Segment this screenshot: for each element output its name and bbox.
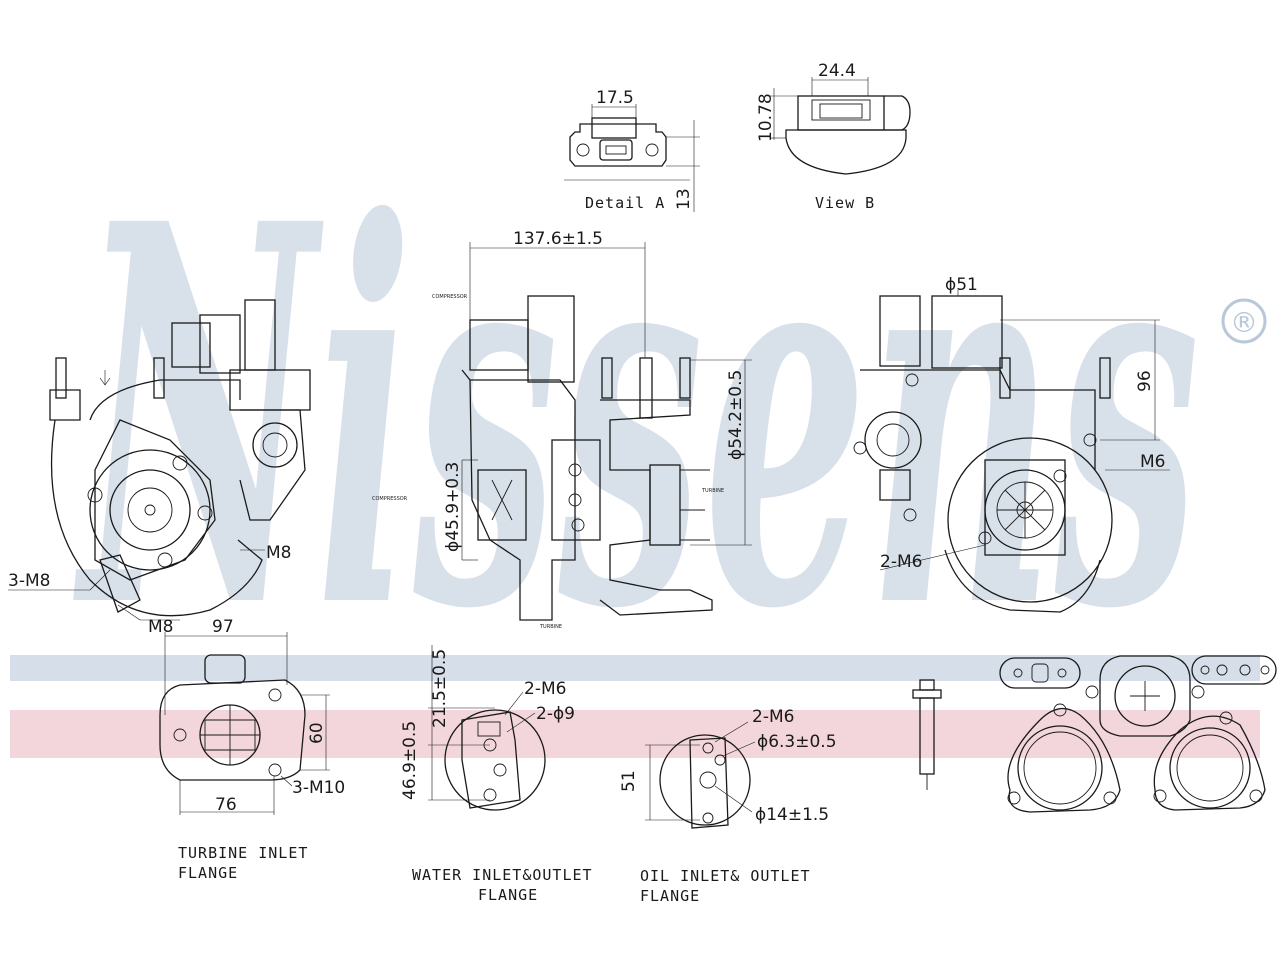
- turbine-flange-top: 97: [212, 617, 234, 637]
- turbine-flange-bottom: 76: [215, 795, 237, 815]
- right-view: ϕ51 96 M6 2-M6: [853, 275, 1170, 613]
- oil-flange: 51 2-M6 ϕ6.3±0.5 ϕ14±1.5 OIL INLET& OUTL…: [619, 707, 837, 905]
- water-flange-upper: 21.5±0.5: [430, 649, 450, 728]
- oil-flange-caption-2: FLANGE: [640, 887, 700, 905]
- detail-a-caption: Detail A: [585, 194, 665, 212]
- center-view: COMPRESSOR COMPRESSOR TURBINE TURBINE 13…: [372, 229, 752, 630]
- oil-flange-height: 51: [619, 770, 639, 792]
- turbine-flange-caption-1: TURBINE INLET: [178, 844, 308, 862]
- water-flange: 21.5±0.5 46.9±0.5 2-M6 2-ϕ9 WATER INLET&…: [400, 645, 593, 904]
- turbine-flange-side: 60: [307, 722, 327, 744]
- water-flange-bolts: 2-M6: [524, 679, 566, 699]
- watermark-text: Nissens: [72, 112, 1200, 723]
- gasket-set-icon: [999, 655, 1277, 813]
- water-flange-holes: 2-ϕ9: [536, 704, 575, 724]
- registered-mark-circle: [1221, 298, 1267, 344]
- watermark-band-blue: [10, 655, 1260, 681]
- view-b-caption: View B: [815, 194, 875, 212]
- view-b-width: 24.4: [818, 61, 856, 81]
- brand-watermark: Nissens ®: [10, 112, 1267, 758]
- detail-a-height: 13: [674, 188, 694, 210]
- view-b-height: 10.78: [756, 93, 776, 142]
- left-view: M8 3-M8 M8: [8, 299, 311, 637]
- oil-flange-caption-1: OIL INLET& OUTLET: [640, 867, 811, 885]
- right-view-m6: M6: [1140, 452, 1165, 472]
- turbine-flange-bolts: 3-M10: [292, 778, 345, 798]
- center-view-note-right: TURBINE: [701, 488, 724, 494]
- center-view-length: 137.6±1.5: [513, 229, 603, 249]
- center-view-note-bottom: TURBINE: [539, 624, 562, 630]
- oil-flange-outer: ϕ14±1.5: [755, 805, 829, 825]
- turbine-inlet-flange: 97 76 60 3-M10 TURBINE INLET FLANGE: [159, 617, 345, 882]
- right-view-dia: ϕ51: [945, 275, 978, 295]
- registered-mark: ®: [1230, 306, 1258, 339]
- center-view-outlet-dia: ϕ54.2±0.5: [726, 370, 746, 460]
- right-view-height: 96: [1135, 370, 1155, 392]
- right-view-2m6: 2-M6: [880, 552, 922, 572]
- detail-a-view: 17.5 13 Detail A: [564, 88, 700, 212]
- left-view-m8-lower: M8: [148, 617, 173, 637]
- water-flange-caption-1: WATER INLET&OUTLET: [412, 866, 593, 884]
- view-b-view: 24.4 10.78 View B: [756, 61, 911, 212]
- center-view-inlet-dia: ϕ45.9+0.3: [443, 462, 463, 552]
- syringe-icon: [912, 679, 942, 790]
- center-view-note-mid: COMPRESSOR: [372, 496, 408, 502]
- left-view-3m8: 3-M8: [8, 571, 50, 591]
- oil-flange-hole: ϕ6.3±0.5: [757, 732, 837, 752]
- left-view-m8-upper: M8: [266, 543, 291, 563]
- detail-a-width: 17.5: [596, 88, 634, 108]
- water-flange-lower: 46.9±0.5: [400, 721, 420, 800]
- oil-flange-bolts: 2-M6: [752, 707, 794, 727]
- turbine-flange-caption-2: FLANGE: [178, 864, 238, 882]
- center-view-note-top: COMPRESSOR: [432, 294, 468, 300]
- water-flange-caption-2: FLANGE: [478, 886, 538, 904]
